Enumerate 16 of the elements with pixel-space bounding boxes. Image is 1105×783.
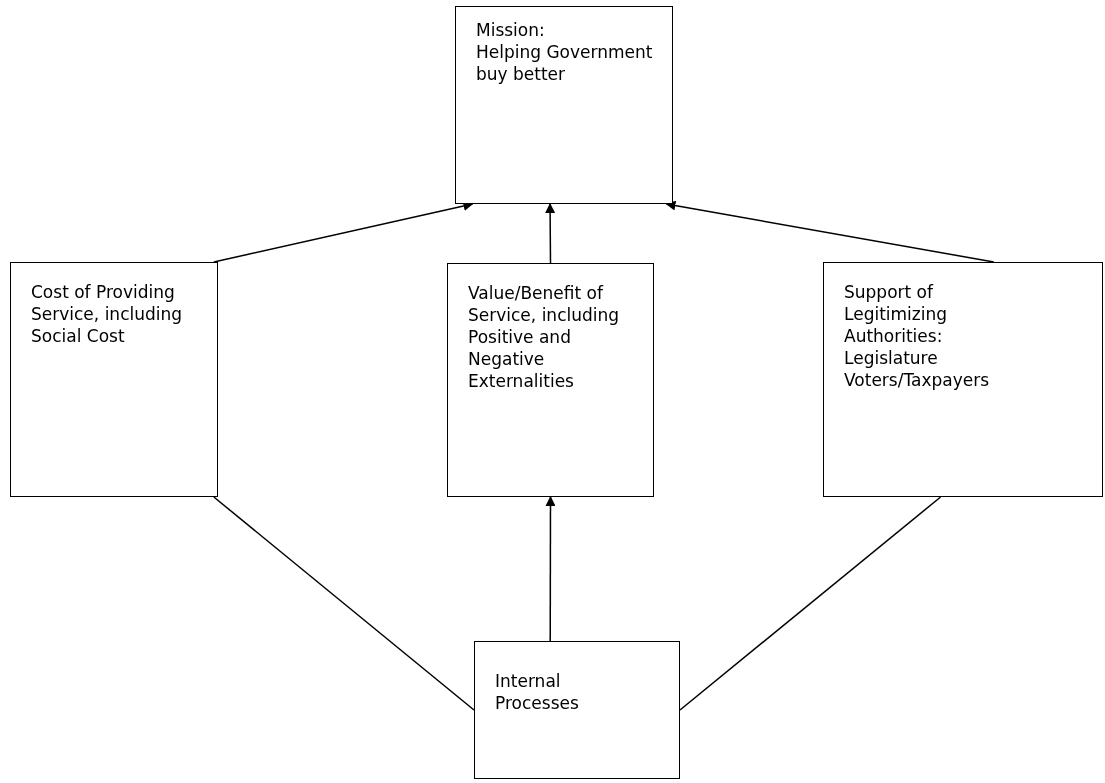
arrow [545, 496, 556, 642]
box-text: Value/Benefit of Service, including Positive and Negative Externalities [468, 282, 621, 392]
arrow [665, 200, 995, 263]
box-text: Internal Processes [495, 670, 580, 714]
process-box [455, 6, 673, 204]
arrow [545, 203, 556, 264]
box-text: Support of Legitimizing Authorities: [844, 281, 949, 347]
box-text: Legislature [844, 347, 939, 369]
box-text: Cost of Providing Service, including Social Cost [31, 281, 184, 347]
process-box [447, 263, 654, 497]
box-text: Helping Government buy better [476, 41, 654, 85]
process-box [474, 641, 680, 779]
process-box [823, 262, 1103, 497]
process-box [10, 262, 218, 497]
box-text: Mission: [476, 19, 546, 41]
box-text: Voters/Taxpayers [844, 369, 991, 391]
